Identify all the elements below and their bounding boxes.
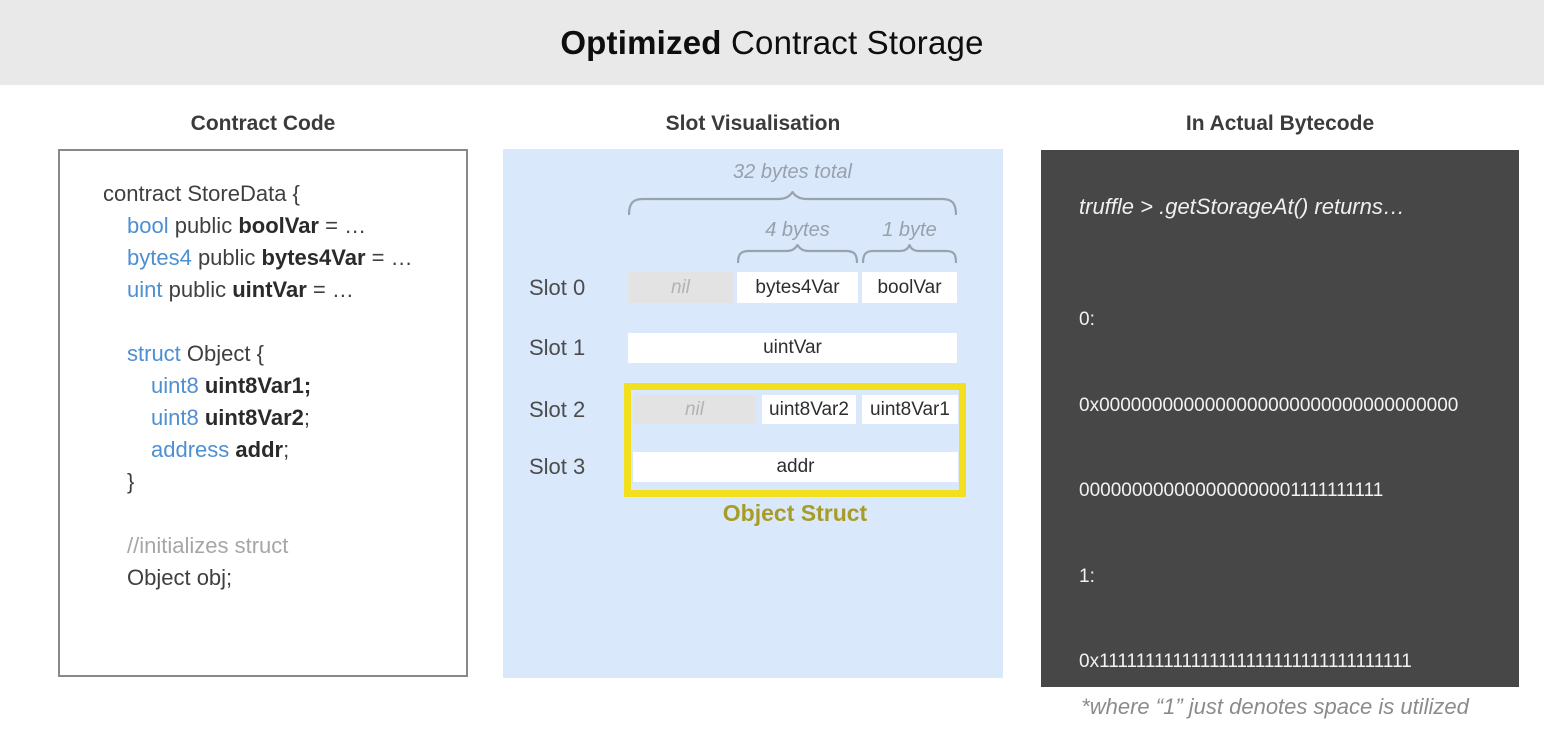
- bytecode-slot-index: 0:: [1079, 309, 1095, 330]
- code-segment-kw: uint: [127, 277, 163, 302]
- page-title-regular: Contract Storage: [721, 23, 984, 61]
- code-line: contract StoreData {: [103, 178, 413, 210]
- bytecode-heading: In Actual Bytecode: [1185, 112, 1375, 135]
- annotation-4-bytes: 4 bytes: [765, 219, 830, 241]
- code-segment-plain: }: [127, 469, 135, 494]
- slot-visualisation-heading: Slot Visualisation: [665, 112, 841, 135]
- code-segment-bold: boolVar: [238, 213, 319, 238]
- object-struct-outline: [624, 383, 966, 497]
- code-segment-plain: public: [168, 213, 239, 238]
- code-line: struct Object {: [103, 338, 413, 370]
- page-title-bold: Optimized: [560, 23, 722, 61]
- brace-1-byte: [862, 244, 957, 263]
- code-line: bytes4 public bytes4Var = …: [103, 242, 413, 274]
- bytecode-hex-line: 0x1111111111111111111111111111111111: [1079, 651, 1412, 672]
- code-line: address addr;: [103, 434, 413, 466]
- code-segment-plain: contract StoreData {: [103, 181, 300, 206]
- code-line: uint8 uint8Var2;: [103, 402, 413, 434]
- brace-4-bytes: [737, 244, 858, 263]
- code-segment-plain: Object obj;: [127, 565, 233, 590]
- code-line: uint8 uint8Var1;: [103, 370, 413, 402]
- code-line: [103, 306, 413, 338]
- bytecode-slot-index: 1:: [1079, 565, 1095, 587]
- slot-3-label: Slot 3: [529, 454, 586, 479]
- code-segment-plain: = …: [365, 245, 413, 270]
- slot-2-nil-cell: nil: [633, 395, 756, 424]
- code-segment-bold: addr: [235, 437, 284, 462]
- code-block: contract StoreData { bool public boolVar …: [103, 178, 413, 594]
- code-segment-kw: bytes4: [127, 245, 192, 270]
- code-segment-kw: bool: [127, 213, 169, 238]
- slot-visualisation-panel: 32 bytes total 4 bytes 1 byte Slot 0 nil…: [503, 149, 1003, 678]
- code-segment-plain: Object {: [180, 341, 264, 366]
- code-line: //initializes struct: [103, 530, 413, 562]
- code-segment-plain: public: [162, 277, 233, 302]
- slot-2-uint8var1-cell: uint8Var1: [862, 395, 958, 424]
- code-segment-comment: //initializes struct: [127, 533, 289, 558]
- slot-2-label: Slot 2: [529, 396, 586, 422]
- code-line: [103, 498, 413, 530]
- code-line: uint public uintVar = …: [103, 274, 413, 306]
- code-segment-kw: struct: [127, 341, 181, 366]
- code-line: bool public boolVar = …: [103, 210, 413, 242]
- truffle-prompt: truffle > .getStorageAt() returns…: [1079, 194, 1405, 219]
- code-segment-kw: uint8: [151, 373, 199, 398]
- page-title: Optimized Contract Storage: [560, 24, 983, 62]
- slot-1-label: Slot 1: [529, 335, 586, 360]
- slot-0-boolvar-cell: boolVar: [862, 272, 957, 303]
- code-segment-plain: public: [191, 245, 262, 270]
- header-bar: Optimized Contract Storage: [0, 0, 1544, 85]
- contract-code-box: contract StoreData { bool public boolVar …: [58, 149, 468, 677]
- bytecode-hex-line: 0x0000000000000000000000000000000000: [1079, 394, 1459, 416]
- code-segment-plain: ;: [283, 437, 290, 462]
- code-segment-bold: bytes4Var: [261, 245, 366, 270]
- slot-0-label: Slot 0: [529, 274, 586, 300]
- contract-code-heading: Contract Code: [190, 112, 336, 135]
- code-segment-bold: uint8Var2: [204, 405, 304, 430]
- code-segment-bold: uintVar: [232, 277, 307, 302]
- footnote: *where “1” just denotes space is utilize…: [1081, 694, 1469, 719]
- code-segment-kw: address: [151, 437, 230, 462]
- slot-1-uintvar-cell: uintVar: [628, 333, 957, 363]
- annotation-1-byte: 1 byte: [882, 219, 937, 241]
- brace-32-bytes: [628, 191, 957, 215]
- slot-0-bytes4var-cell: bytes4Var: [737, 272, 858, 303]
- code-line: }: [103, 466, 413, 498]
- bytecode-hex-line: 000000000000000000001111111111: [1079, 480, 1384, 501]
- slot-2-uint8var2-cell: uint8Var2: [762, 395, 856, 424]
- code-segment-plain: = …: [306, 277, 354, 302]
- bytecode-panel: truffle > .getStorageAt() returns… 0: 0x…: [1041, 150, 1519, 687]
- code-segment-plain: = …: [319, 213, 367, 238]
- code-segment-kw: uint8: [151, 405, 199, 430]
- bytecode-output: 0: 0x0000000000000000000000000000000000 …: [1079, 249, 1505, 730]
- code-line: Object obj;: [103, 562, 413, 594]
- slot-0-nil-cell: nil: [628, 272, 733, 303]
- code-segment-plain: ;: [303, 405, 311, 430]
- object-struct-label: Object Struct: [722, 500, 868, 526]
- slot-3-addr-cell: addr: [633, 452, 958, 482]
- annotation-32-bytes-total: 32 bytes total: [733, 161, 852, 183]
- code-segment-bold: uint8Var1;: [204, 373, 312, 398]
